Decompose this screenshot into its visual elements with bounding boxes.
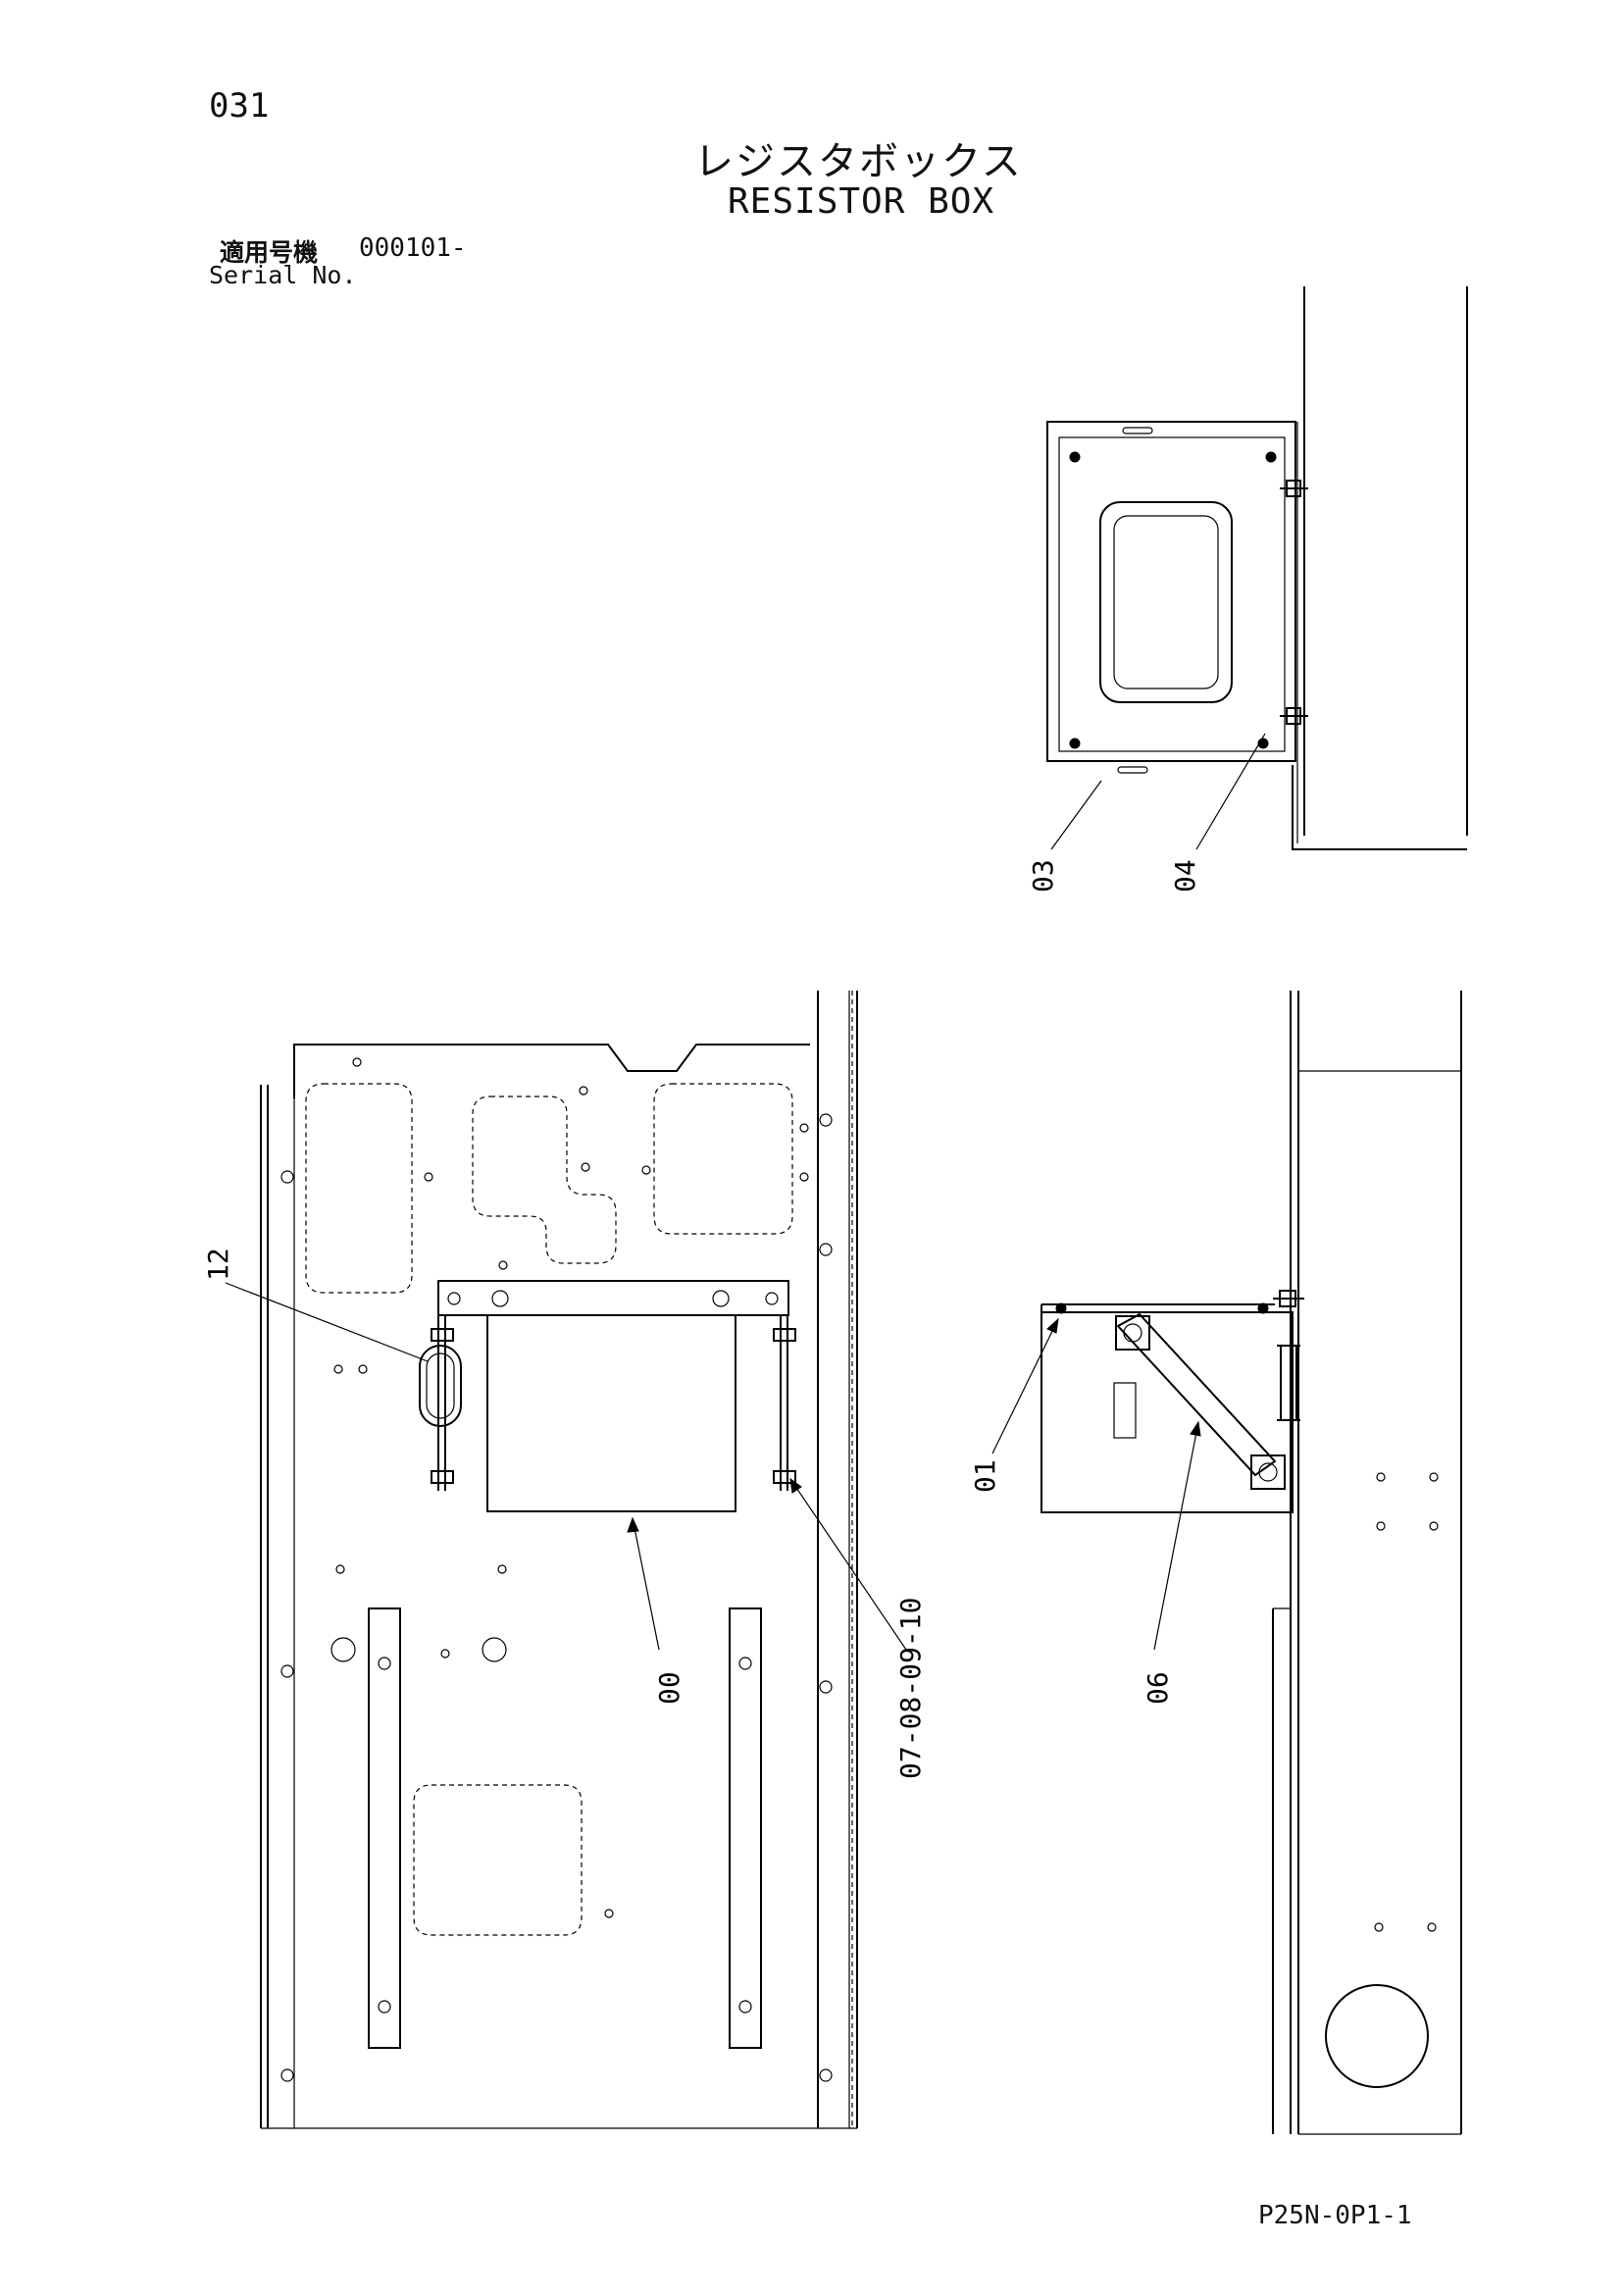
document-code: P25N-0P1-1 xyxy=(1258,2201,1412,2230)
label-slot xyxy=(1113,1382,1137,1439)
title-english: RESISTOR BOX xyxy=(728,181,995,222)
callout-06: 06 xyxy=(1142,1671,1174,1705)
front-view xyxy=(260,991,858,2129)
callout-00: 00 xyxy=(653,1671,685,1705)
side-view-leaders xyxy=(991,1317,1201,1651)
resistor-box-side xyxy=(1040,1311,1294,1513)
callout-01: 01 xyxy=(969,1459,1001,1493)
serial-label-japanese: 適用号機 xyxy=(220,238,319,267)
callout-07-08-09-10: 07-08-09-10 xyxy=(894,1598,927,1779)
resistor-box-top-outline xyxy=(1046,421,1296,762)
top-view-leaders xyxy=(1050,733,1266,850)
side-view xyxy=(1040,991,1462,2135)
lower-strap-right xyxy=(729,1607,762,2049)
callout-12: 12 xyxy=(202,1248,234,1281)
front-view-leaders xyxy=(225,1282,907,1651)
resistor-box-front xyxy=(486,1314,736,1512)
callout-04: 04 xyxy=(1169,859,1201,893)
callout-labels: 03 04 12 00 07-08-09-10 01 06 xyxy=(202,859,1201,1779)
lower-strap-left xyxy=(368,1607,401,2049)
callout-03: 03 xyxy=(1027,859,1059,893)
side-strap xyxy=(1280,1345,1297,1421)
frame-large-hole xyxy=(1325,1984,1429,2088)
handle xyxy=(419,1345,462,1427)
page-number: 031 xyxy=(209,86,270,126)
serial-label-english: Serial No. xyxy=(209,261,357,289)
mounting-bracket xyxy=(437,1280,789,1316)
title-japanese: レジスタボックス xyxy=(694,139,1023,184)
top-view xyxy=(1046,286,1468,850)
cover-window xyxy=(1099,501,1233,703)
serial-number-value: 000101- xyxy=(359,233,467,263)
